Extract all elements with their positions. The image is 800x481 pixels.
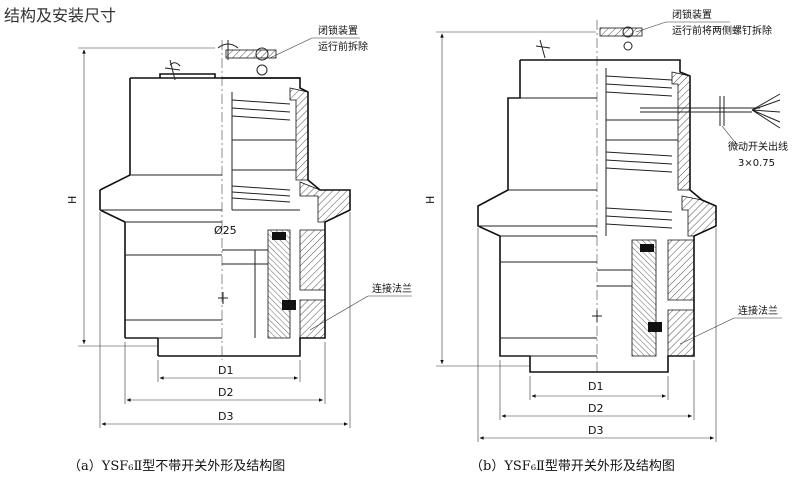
dim-h-a: H xyxy=(66,196,79,204)
callout-lock-b-line1: 闭锁装置 xyxy=(672,8,712,21)
dim-d3-b: D3 xyxy=(588,424,603,437)
dim-d2-b: D2 xyxy=(588,402,603,415)
figure-a: H Ø25 D1 D2 D3 闭锁装置 运行前拆除 连接法兰 （a）YSF₆Ⅱ型… xyxy=(66,24,412,474)
page-title: 结构及安装尺寸 xyxy=(4,6,117,25)
top-cap-a xyxy=(159,73,216,78)
spring-lower-a xyxy=(231,185,291,203)
dim-d2-a: D2 xyxy=(218,386,233,399)
dim-d1-b: D1 xyxy=(588,380,603,393)
hatched-wall-lower-b xyxy=(631,239,657,357)
lock-device-a xyxy=(225,49,277,59)
callout-flange-a: 连接法兰 xyxy=(372,282,412,295)
outline-left-b xyxy=(477,59,597,373)
wire-ends-b xyxy=(751,93,781,129)
spring-lower-b xyxy=(605,207,673,229)
callout-flange-b: 连接法兰 xyxy=(738,304,778,317)
callout-switch-b-line1: 微动开关出线 xyxy=(728,140,788,153)
callout-lock-a-line2: 运行前拆除 xyxy=(318,40,368,53)
dim-phi-a: Ø25 xyxy=(214,224,237,237)
spring-upper-a xyxy=(231,99,291,121)
hatched-wall-upper-b xyxy=(671,71,691,191)
spring-mid-b xyxy=(605,151,673,173)
dim-d1-a: D1 xyxy=(218,364,233,377)
caption-b: （b）YSF₆Ⅱ型带开关外形及结构图 xyxy=(470,459,675,474)
spring-upper-b xyxy=(605,75,673,97)
callout-lock-a-line1: 闭锁装置 xyxy=(318,24,358,37)
hatched-wall-lower-a xyxy=(267,229,291,339)
dim-d3-a: D3 xyxy=(218,410,233,423)
lock-device-b xyxy=(599,27,643,37)
caption-a: （a）YSF₆Ⅱ型不带开关外形及结构图 xyxy=(68,459,285,474)
figure-b: H D1 D2 D3 闭锁装置 运行前将两侧螺钉拆除 微动开关出线 3×0.75… xyxy=(424,8,788,474)
hatched-wall-upper-a xyxy=(289,87,309,181)
dim-h-b: H xyxy=(424,196,437,204)
callout-lock-b-line2: 运行前将两侧螺钉拆除 xyxy=(672,24,772,37)
callout-switch-b-line2: 3×0.75 xyxy=(738,158,775,169)
